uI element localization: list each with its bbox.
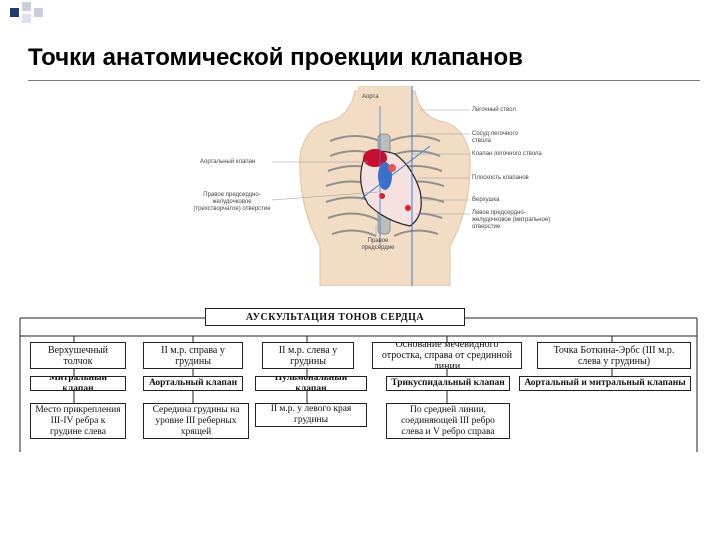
desc-aortic: Середина грудины на уровне III реберных …: [143, 403, 249, 439]
label-tricuspid-orifice: Правое предсердно-желудочковое (трехство…: [193, 192, 271, 212]
valve-pulmonary: Пульмональный клапан: [255, 376, 367, 391]
point-apex: Верхушечный толчок: [30, 342, 126, 369]
desc-mitral: Место прикрепления III-IV ребра к грудин…: [30, 403, 126, 439]
corner-decoration: [0, 0, 60, 30]
point-2-left: II м.р. слева у грудины: [262, 342, 354, 369]
valve-tricuspid: Трикуспидальный клапан: [386, 376, 510, 391]
label-aorta: Аорта: [362, 94, 379, 100]
label-pulmonary-trunk: Легочный ствол: [472, 107, 516, 113]
label-valve-plane: Плоскость клапанов: [472, 175, 529, 181]
title-divider: [28, 80, 700, 81]
point-xiphoid: Основание мечевидного отростка, справа о…: [372, 342, 522, 369]
label-aortic-valve: Аортальный клапан: [200, 159, 256, 165]
valve-aortic: Аортальный клапан: [143, 376, 243, 391]
valve-mitral: Митральный клапан: [30, 376, 126, 391]
valve-aortic-mitral: Аортальный и митральный клапаны: [519, 376, 691, 391]
scheme-header: АУСКУЛЬТАЦИЯ ТОНОВ СЕРДЦА: [205, 308, 465, 326]
desc-pulmonary: II м.р. у левого края грудины: [255, 403, 367, 427]
corner-square-light-3: [22, 14, 31, 23]
label-pulmonary-valve: Клапан легочного ствола: [472, 151, 542, 157]
label-pulmonary-vessel: Сосуд легочного ствола: [472, 131, 518, 144]
label-apex: Верхушка: [472, 197, 500, 203]
point-2-right: II м.р. справа у грудины: [143, 342, 243, 369]
corner-square-light-2: [34, 8, 43, 17]
chest-illustration: [271, 86, 471, 287]
label-right-atrium: Правое предсердие: [361, 238, 395, 251]
slide-title: Точки анатомической проекции клапанов: [28, 44, 523, 71]
label-mitral-orifice: Левое предсердно-желудочковое (митрально…: [472, 210, 551, 230]
point-botkin-erb: Точка Боткина-Эрбс (III м.р. слева у гру…: [537, 342, 691, 369]
chest-anatomy-figure: Аорта Легочный ствол Сосуд легочного ств…: [180, 86, 560, 287]
corner-square-light: [22, 2, 31, 11]
corner-square-dark: [10, 8, 19, 17]
desc-tricuspid: По средней линии, соединяющей III ребро …: [386, 403, 510, 439]
